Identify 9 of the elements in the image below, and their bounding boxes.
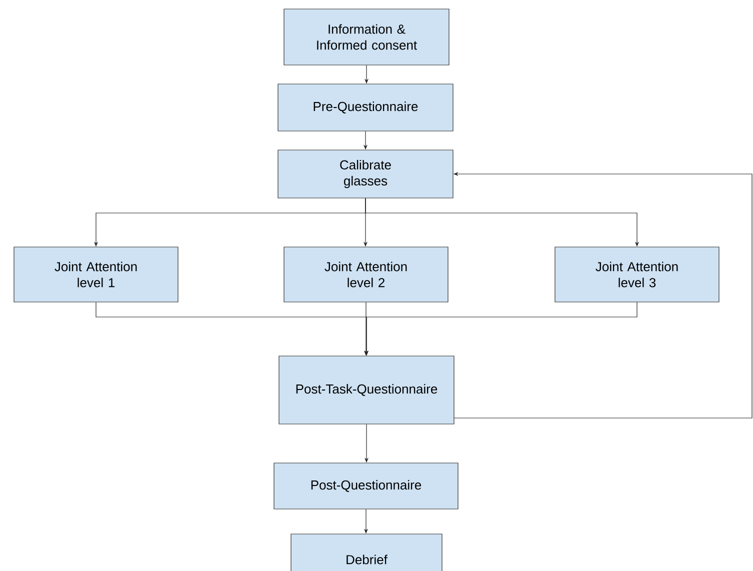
process-box: Joint Attention level 2 — [284, 246, 448, 302]
process-box: Calibrate glasses — [278, 150, 454, 198]
process-box: Joint Attention level 1 — [14, 246, 178, 302]
process-box: Debrief — [290, 534, 442, 571]
process-box: Information & Informed consent — [284, 8, 450, 66]
process-box: Post-Task-Questionnaire — [278, 356, 454, 424]
process-box: Joint Attention level 3 — [554, 246, 720, 302]
process-box: Post-Questionnaire — [274, 462, 458, 510]
process-box: Pre-Questionnaire — [278, 84, 454, 132]
